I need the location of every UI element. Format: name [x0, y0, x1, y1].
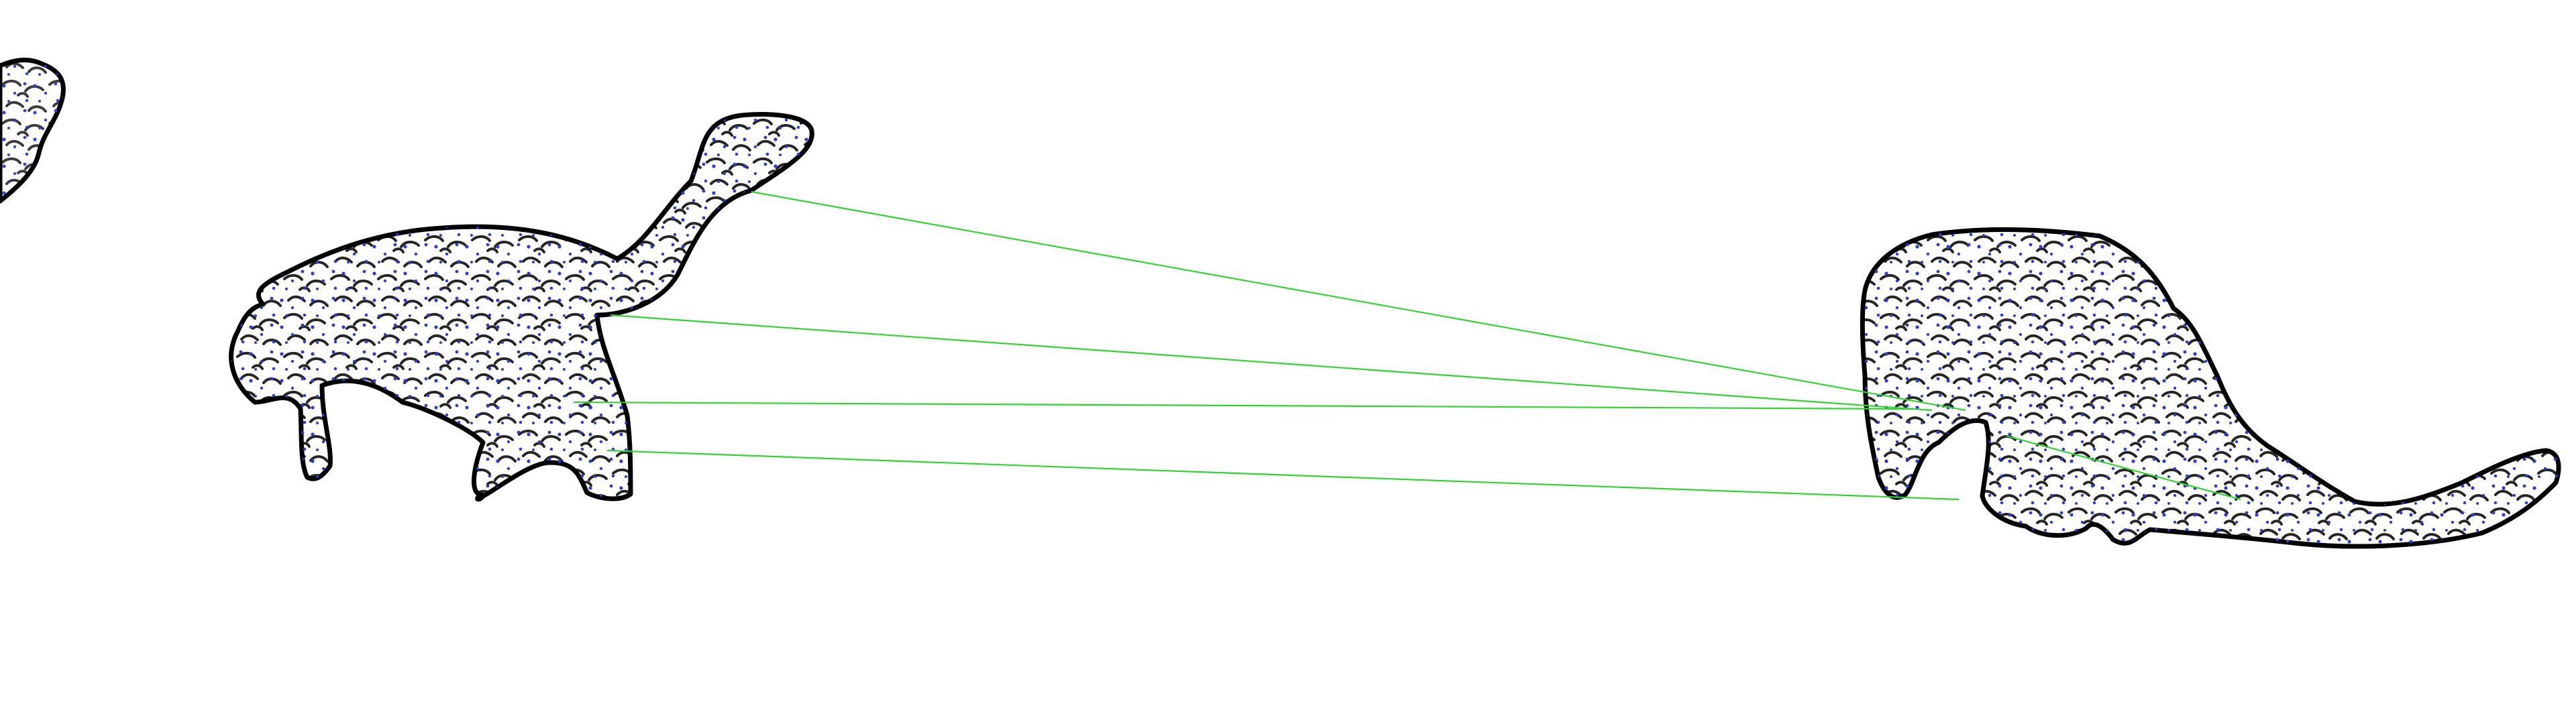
- match-line-5: [2005, 434, 2241, 501]
- match-line-1: [751, 190, 1966, 412]
- match-lines: [573, 190, 2241, 501]
- match-line-4: [606, 449, 1960, 501]
- partial-creature-silhouette: [0, 58, 66, 204]
- left-creature-silhouette: [229, 112, 814, 502]
- right-creature-silhouette: [1860, 227, 2561, 549]
- match-line-3: [573, 401, 1913, 410]
- match-line-2: [610, 314, 1933, 412]
